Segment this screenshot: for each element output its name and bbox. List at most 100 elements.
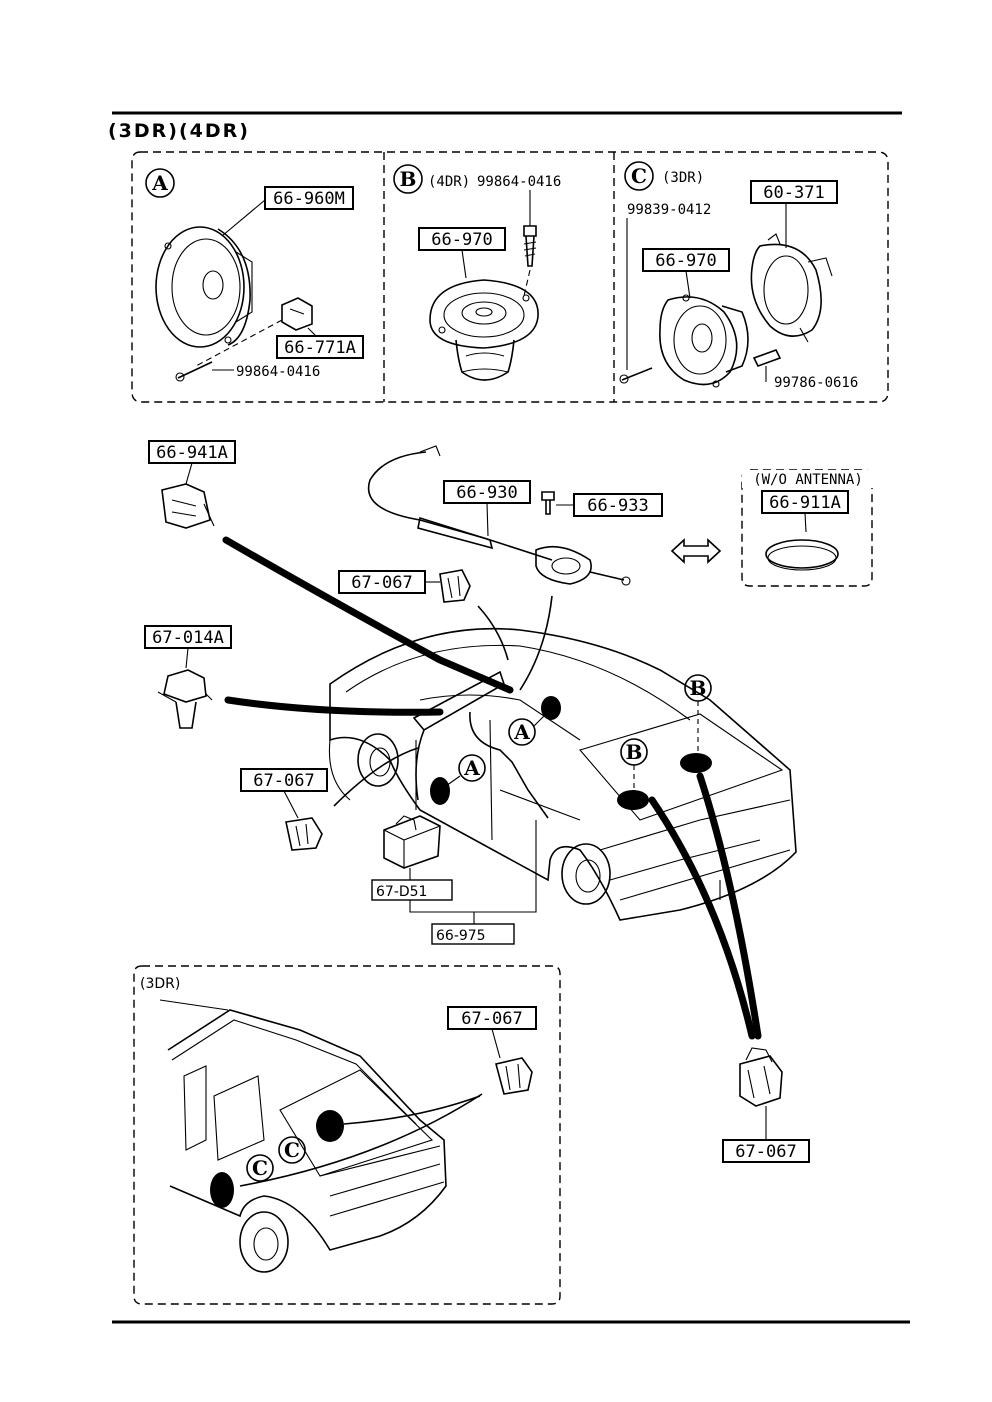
speaker-b-drawing (429, 279, 539, 381)
caption-mask (742, 470, 874, 488)
page-title: (3DR)(4DR) (108, 120, 250, 142)
marker-a-front-circle (458, 754, 486, 782)
speaker-spot-shelf-right (680, 753, 712, 773)
clip-67-067-upper-drawing (439, 569, 471, 603)
inset-3dr-caption: (3DR) (140, 976, 180, 992)
panel-a: A 66-960M 66-771A 99864-0416 (145, 168, 364, 382)
clip-a-drawing (281, 297, 313, 331)
label-box (722, 1139, 810, 1163)
bracket-c-drawing (750, 233, 833, 343)
marker-a: A (151, 171, 168, 195)
antenna-cable (519, 595, 553, 691)
marker-b-left: B (626, 740, 643, 764)
routing-line (648, 796, 756, 1040)
part-66-941a: 66-941A (156, 443, 228, 463)
part-99864-0416-b: 99864-0416 (477, 174, 561, 190)
speaker-spot-shelf-left (617, 790, 649, 810)
inset-3dr-frame (133, 965, 561, 1305)
variant-3dr: (3DR) (662, 170, 704, 186)
screw-c2-drawing (752, 349, 782, 367)
marker-c: C (631, 164, 647, 188)
part-66-960m: 66-960M (273, 189, 345, 209)
antenna-bolt-drawing (541, 491, 555, 515)
sedan-drawing (328, 627, 797, 921)
part-66-933: 66-933 (587, 496, 648, 516)
part-66-970-b: 66-970 (431, 230, 492, 250)
leader-line (283, 790, 299, 819)
leader-line (685, 270, 691, 299)
routing-line (343, 1095, 481, 1125)
part-67-067-upper: 67-067 (351, 573, 412, 593)
part-99786-0616: 99786-0616 (774, 375, 858, 391)
leader-line (533, 713, 547, 727)
panel-c: C (3DR) 99839-0412 60-371 66-970 99786-0… (619, 161, 858, 391)
leader-line (486, 502, 489, 537)
label-box (276, 335, 364, 359)
part-67-067-lower: 67-067 (253, 771, 314, 791)
leader-line (185, 647, 189, 669)
leader-line (185, 462, 193, 485)
routing-line (333, 747, 419, 807)
harness-branch (415, 729, 425, 801)
panel-b: B (4DR) 99864-0416 66-970 (393, 164, 561, 381)
screw-a-drawing (177, 361, 213, 379)
part-67-067-3dr: 67-067 (461, 1009, 522, 1029)
speaker-spot-front (430, 777, 450, 805)
routing-line (239, 1093, 483, 1187)
leader-line (804, 512, 807, 533)
routing-line (224, 696, 444, 716)
part-67-067-right: 67-067 (735, 1142, 796, 1162)
marker-b: B (400, 167, 417, 191)
marker-a-front: A (463, 756, 480, 780)
assembly-line (195, 319, 283, 367)
marker-c-circle (624, 161, 654, 191)
marker-c-upper-circle (278, 1136, 306, 1164)
marker-b-circle (393, 164, 423, 194)
amp-unit-drawing (383, 815, 441, 869)
part-60-371: 60-371 (763, 183, 824, 203)
speaker-spot-3dr-left (210, 1172, 234, 1208)
speaker-spot-3dr-right (316, 1110, 344, 1142)
harness-leader (409, 820, 537, 913)
screw-b-drawing (523, 225, 537, 267)
marker-c-lower: C (252, 1156, 268, 1180)
routing-line (222, 536, 514, 694)
harness-body (412, 670, 505, 732)
part-67-014a: 67-014A (152, 628, 224, 648)
label-box (371, 879, 453, 901)
part-66-970-c: 66-970 (655, 251, 716, 271)
antenna-cap-drawing (765, 539, 839, 571)
clip-67-067-lower-drawing (285, 817, 323, 851)
label-box (431, 923, 515, 945)
label-box (573, 493, 663, 517)
marker-c-upper: C (284, 1138, 300, 1162)
marker-a-rear-circle (508, 718, 536, 746)
speaker-panel-frame (131, 151, 889, 403)
part-66-771a: 66-771A (284, 338, 356, 358)
leader-line (221, 199, 266, 237)
hatchback-drawing (159, 999, 447, 1273)
wo-antenna-caption: (W/O ANTENNA) (753, 472, 863, 488)
leader-line (491, 1028, 501, 1059)
alternative-arrow-icon (670, 538, 722, 564)
speaker-c-drawing (659, 294, 749, 388)
part-99839-0412: 99839-0412 (627, 202, 711, 218)
marker-a-circle (145, 168, 175, 198)
part-67-d51: 67-D51 (376, 884, 427, 900)
clip-67-014a-drawing (157, 669, 213, 729)
clip-66-941a-drawing (161, 483, 215, 529)
routing-line (696, 772, 762, 1040)
variant-4dr: (4DR) (428, 174, 470, 190)
marker-b-right: B (690, 676, 707, 700)
label-box (264, 186, 354, 210)
part-66-930: 66-930 (456, 483, 517, 503)
clip-67-067-3dr-drawing (495, 1057, 533, 1095)
label-box (750, 180, 838, 204)
screw-c1-drawing (621, 367, 653, 381)
part-99864-0416-a: 99864-0416 (236, 364, 320, 380)
speaker-a-drawing (155, 226, 253, 348)
antenna-drawing (367, 445, 631, 586)
leader-line (445, 775, 461, 787)
marker-c-lower-circle (246, 1154, 274, 1182)
